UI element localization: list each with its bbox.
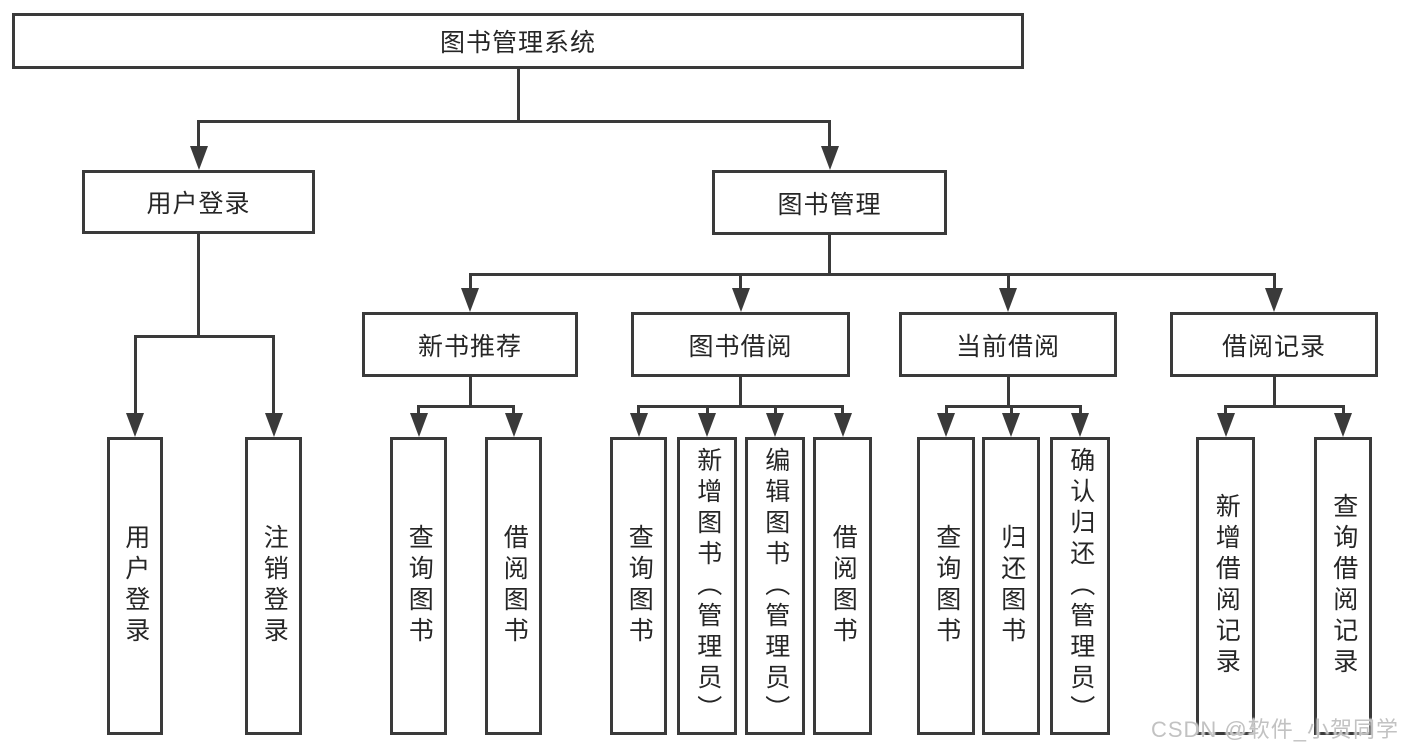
node-book-borrow-label: 图书借阅	[688, 332, 793, 361]
connector-current-tail-2	[1010, 405, 1013, 413]
connector-current-split	[945, 405, 1082, 408]
node-root-label: 图书管理系统	[439, 29, 596, 57]
leaf-current-confirm-admin: 确认归还（管理员）	[1050, 437, 1110, 735]
connector-newbook-stem	[469, 377, 472, 405]
connector-userlogin-tail-2	[272, 335, 275, 413]
leaf-record-add: 新增借阅记录	[1196, 437, 1255, 735]
connector-borrow-tail-1	[637, 405, 640, 413]
leaf-logout-label: 注销登录	[260, 524, 289, 648]
node-book-borrow: 图书借阅	[631, 312, 850, 377]
leaf-borrow-add-admin-label: 新增图书（管理员）	[693, 446, 722, 726]
leaf-borrow-add-admin: 新增图书（管理员）	[677, 437, 737, 735]
leaf-borrow-borrow-label: 借阅图书	[829, 524, 858, 648]
arrow-down-icon	[190, 146, 208, 170]
connector-borrow-tail-3	[774, 405, 777, 413]
leaf-user-login: 用户登录	[107, 437, 163, 735]
connector-root-split	[197, 120, 831, 123]
connector-records-tail-2	[1342, 405, 1345, 413]
arrow-down-icon	[834, 413, 852, 437]
leaf-newbook-borrow-label: 借阅图书	[500, 524, 529, 648]
connector-newbook-split	[417, 405, 515, 408]
arrow-down-icon	[126, 413, 144, 437]
leaf-current-return: 归还图书	[982, 437, 1040, 735]
leaf-record-query: 查询借阅记录	[1314, 437, 1372, 735]
arrow-down-icon	[999, 288, 1017, 312]
connector-bookmgmt-tail-1	[469, 273, 472, 288]
arrow-down-icon	[1217, 413, 1235, 437]
connector-root-tail-right	[828, 120, 831, 146]
leaf-record-add-label: 新增借阅记录	[1212, 493, 1241, 679]
connector-borrow-tail-2	[706, 405, 709, 413]
leaf-user-login-label: 用户登录	[121, 524, 150, 648]
arrow-down-icon	[410, 413, 428, 437]
node-new-book-recommend: 新书推荐	[362, 312, 578, 377]
arrow-down-icon	[461, 288, 479, 312]
leaf-record-query-label: 查询借阅记录	[1329, 493, 1358, 679]
leaf-newbook-borrow: 借阅图书	[485, 437, 542, 735]
node-current-borrow: 当前借阅	[899, 312, 1117, 377]
leaf-borrow-borrow: 借阅图书	[813, 437, 872, 735]
csdn-watermark: CSDN @软件_小贺同学	[1150, 717, 1399, 742]
connector-bookmgmt-tail-3	[1007, 273, 1010, 288]
node-borrow-records: 借阅记录	[1170, 312, 1378, 377]
connector-bookmgmt-tail-2	[739, 273, 742, 288]
connector-borrow-tail-4	[841, 405, 844, 413]
node-new-book-recommend-label: 新书推荐	[417, 332, 522, 361]
arrow-down-icon	[630, 413, 648, 437]
connector-borrow-split	[637, 405, 844, 408]
arrow-down-icon	[1002, 413, 1020, 437]
leaf-borrow-edit-admin-label: 编辑图书（管理员）	[761, 446, 790, 726]
node-root: 图书管理系统	[12, 13, 1024, 69]
connector-records-tail-1	[1224, 405, 1227, 413]
node-user-login: 用户登录	[82, 170, 315, 234]
node-current-borrow-label: 当前借阅	[955, 332, 1060, 361]
connector-root-tail-left	[197, 120, 200, 146]
arrow-down-icon	[505, 413, 523, 437]
node-book-management-label: 图书管理	[777, 190, 882, 219]
connector-bookmgmt-stem	[828, 235, 831, 273]
arrow-down-icon	[937, 413, 955, 437]
arrow-down-icon	[1334, 413, 1352, 437]
connector-current-stem	[1007, 377, 1010, 405]
arrow-down-icon	[821, 146, 839, 170]
leaf-borrow-edit-admin: 编辑图书（管理员）	[745, 437, 805, 735]
node-borrow-records-label: 借阅记录	[1221, 332, 1326, 361]
arrow-down-icon	[1071, 413, 1089, 437]
connector-bookmgmt-split	[469, 273, 1276, 276]
leaf-borrow-query-label: 查询图书	[625, 524, 654, 648]
leaf-newbook-query-label: 查询图书	[405, 524, 434, 648]
connector-newbook-tail-2	[512, 405, 515, 413]
connector-current-tail-1	[945, 405, 948, 413]
connector-userlogin-tail-1	[134, 335, 137, 413]
leaf-newbook-query: 查询图书	[390, 437, 447, 735]
arrow-down-icon	[766, 413, 784, 437]
arrow-down-icon	[732, 288, 750, 312]
connector-newbook-tail-1	[417, 405, 420, 413]
connector-records-stem	[1273, 377, 1276, 405]
arrow-down-icon	[1265, 288, 1283, 312]
node-book-management: 图书管理	[712, 170, 947, 235]
leaf-logout: 注销登录	[245, 437, 302, 735]
connector-borrow-stem	[739, 377, 742, 405]
arrow-down-icon	[698, 413, 716, 437]
leaf-borrow-query: 查询图书	[610, 437, 667, 735]
arrow-down-icon	[265, 413, 283, 437]
node-user-login-label: 用户登录	[146, 190, 251, 218]
connector-records-split	[1224, 405, 1345, 408]
leaf-current-confirm-admin-label: 确认归还（管理员）	[1066, 446, 1095, 726]
connector-root-stem	[517, 69, 520, 120]
leaf-current-query: 查询图书	[917, 437, 975, 735]
connector-userlogin-stem	[197, 234, 200, 335]
leaf-current-return-label: 归还图书	[997, 524, 1026, 648]
connector-current-tail-3	[1079, 405, 1082, 413]
connector-userlogin-split	[134, 335, 275, 338]
connector-bookmgmt-tail-4	[1273, 273, 1276, 288]
leaf-current-query-label: 查询图书	[932, 524, 961, 648]
